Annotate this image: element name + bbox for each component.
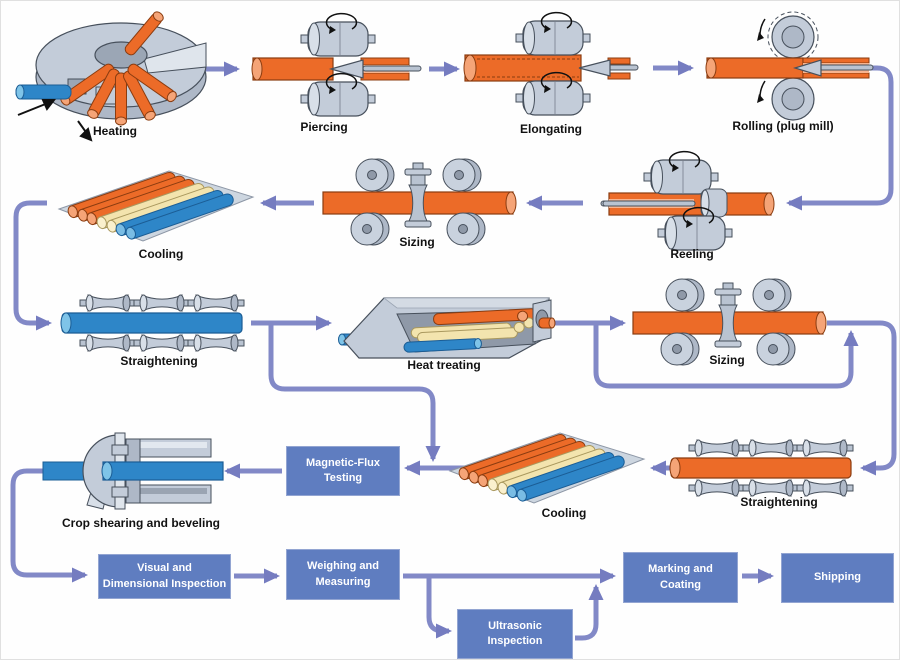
heating-illustration: [15, 11, 207, 142]
elongating-illustration: [463, 11, 639, 116]
billet-in-tube: [15, 84, 72, 100]
connector-ultrasonic-merge: [575, 583, 604, 641]
label-heating: Heating: [92, 124, 137, 138]
label-heat-treating: Heat treating: [407, 358, 481, 372]
box-weighing-line2: Measuring: [315, 575, 371, 588]
box-magnetic-flux-testing-line1: Magnetic-Flux: [306, 456, 380, 469]
connector-cooling1-straightening1: [13, 200, 53, 331]
in-arrow: [17, 99, 57, 116]
straightening-2-illustration: [669, 433, 865, 503]
box-weighing-line1: Weighing and: [307, 560, 379, 573]
box-visual-line2: Dimensional Inspection: [102, 577, 227, 590]
label-sizing-2: Sizing: [709, 353, 745, 367]
box-weighing-measuring: Weighing and Measuring: [286, 549, 400, 600]
box-ultrasonic-line1: Ultrasonic: [488, 619, 542, 632]
box-magnetic-flux-testing: Magnetic-Flux Testing: [286, 446, 400, 496]
cooling-2-illustration: [449, 432, 645, 504]
piercing-illustration: [251, 12, 422, 117]
out-arrow: [77, 120, 93, 142]
rolling-plug-mill-illustration: [705, 11, 874, 121]
connector-branch-ultrasonic: [426, 576, 453, 639]
label-sizing-1: Sizing: [399, 235, 435, 249]
label-straightening-1: Straightening: [120, 354, 198, 368]
connector-sizing2-straightening2: [827, 320, 897, 476]
box-marking-line1: Marking and: [648, 563, 713, 576]
connector-rolling-reeling: [785, 65, 894, 211]
label-straightening-2: Straightening: [740, 495, 818, 509]
straightening-1-illustration: [60, 288, 256, 358]
label-elongating: Elongating: [520, 122, 582, 136]
box-magnetic-flux-testing-line2: Testing: [323, 472, 363, 484]
box-visual-line1: Visual and: [137, 562, 192, 575]
box-marking-line2: Coating: [660, 578, 701, 591]
cooling-1-illustration: [58, 170, 254, 242]
box-shipping: Shipping: [781, 553, 894, 603]
label-piercing: Piercing: [300, 120, 348, 134]
label-cooling-2: Cooling: [541, 506, 587, 520]
box-shipping-line1: Shipping: [813, 571, 862, 584]
box-visual-dimensional-inspection: Visual and Dimensional Inspection: [98, 554, 231, 599]
connector-bypass-to-testing: [268, 323, 441, 463]
label-crop-shearing: Crop shearing and beveling: [61, 516, 221, 530]
box-marking-coating: Marking and Coating: [623, 552, 738, 603]
label-cooling-1: Cooling: [138, 247, 184, 261]
crop-shearing-illustration: [42, 432, 224, 510]
label-reeling: Reeling: [670, 247, 714, 261]
box-ultrasonic-inspection: Ultrasonic Inspection: [457, 609, 573, 659]
connector-bypass-around-sizing2: [593, 323, 859, 389]
connector-crop-visual: [10, 468, 89, 583]
label-rolling-plug-mill: Rolling (plug mill): [732, 119, 834, 133]
heat-treating-illustration: [338, 297, 556, 359]
box-ultrasonic-line2: Inspection: [487, 635, 543, 647]
reeling-illustration: [600, 150, 775, 251]
